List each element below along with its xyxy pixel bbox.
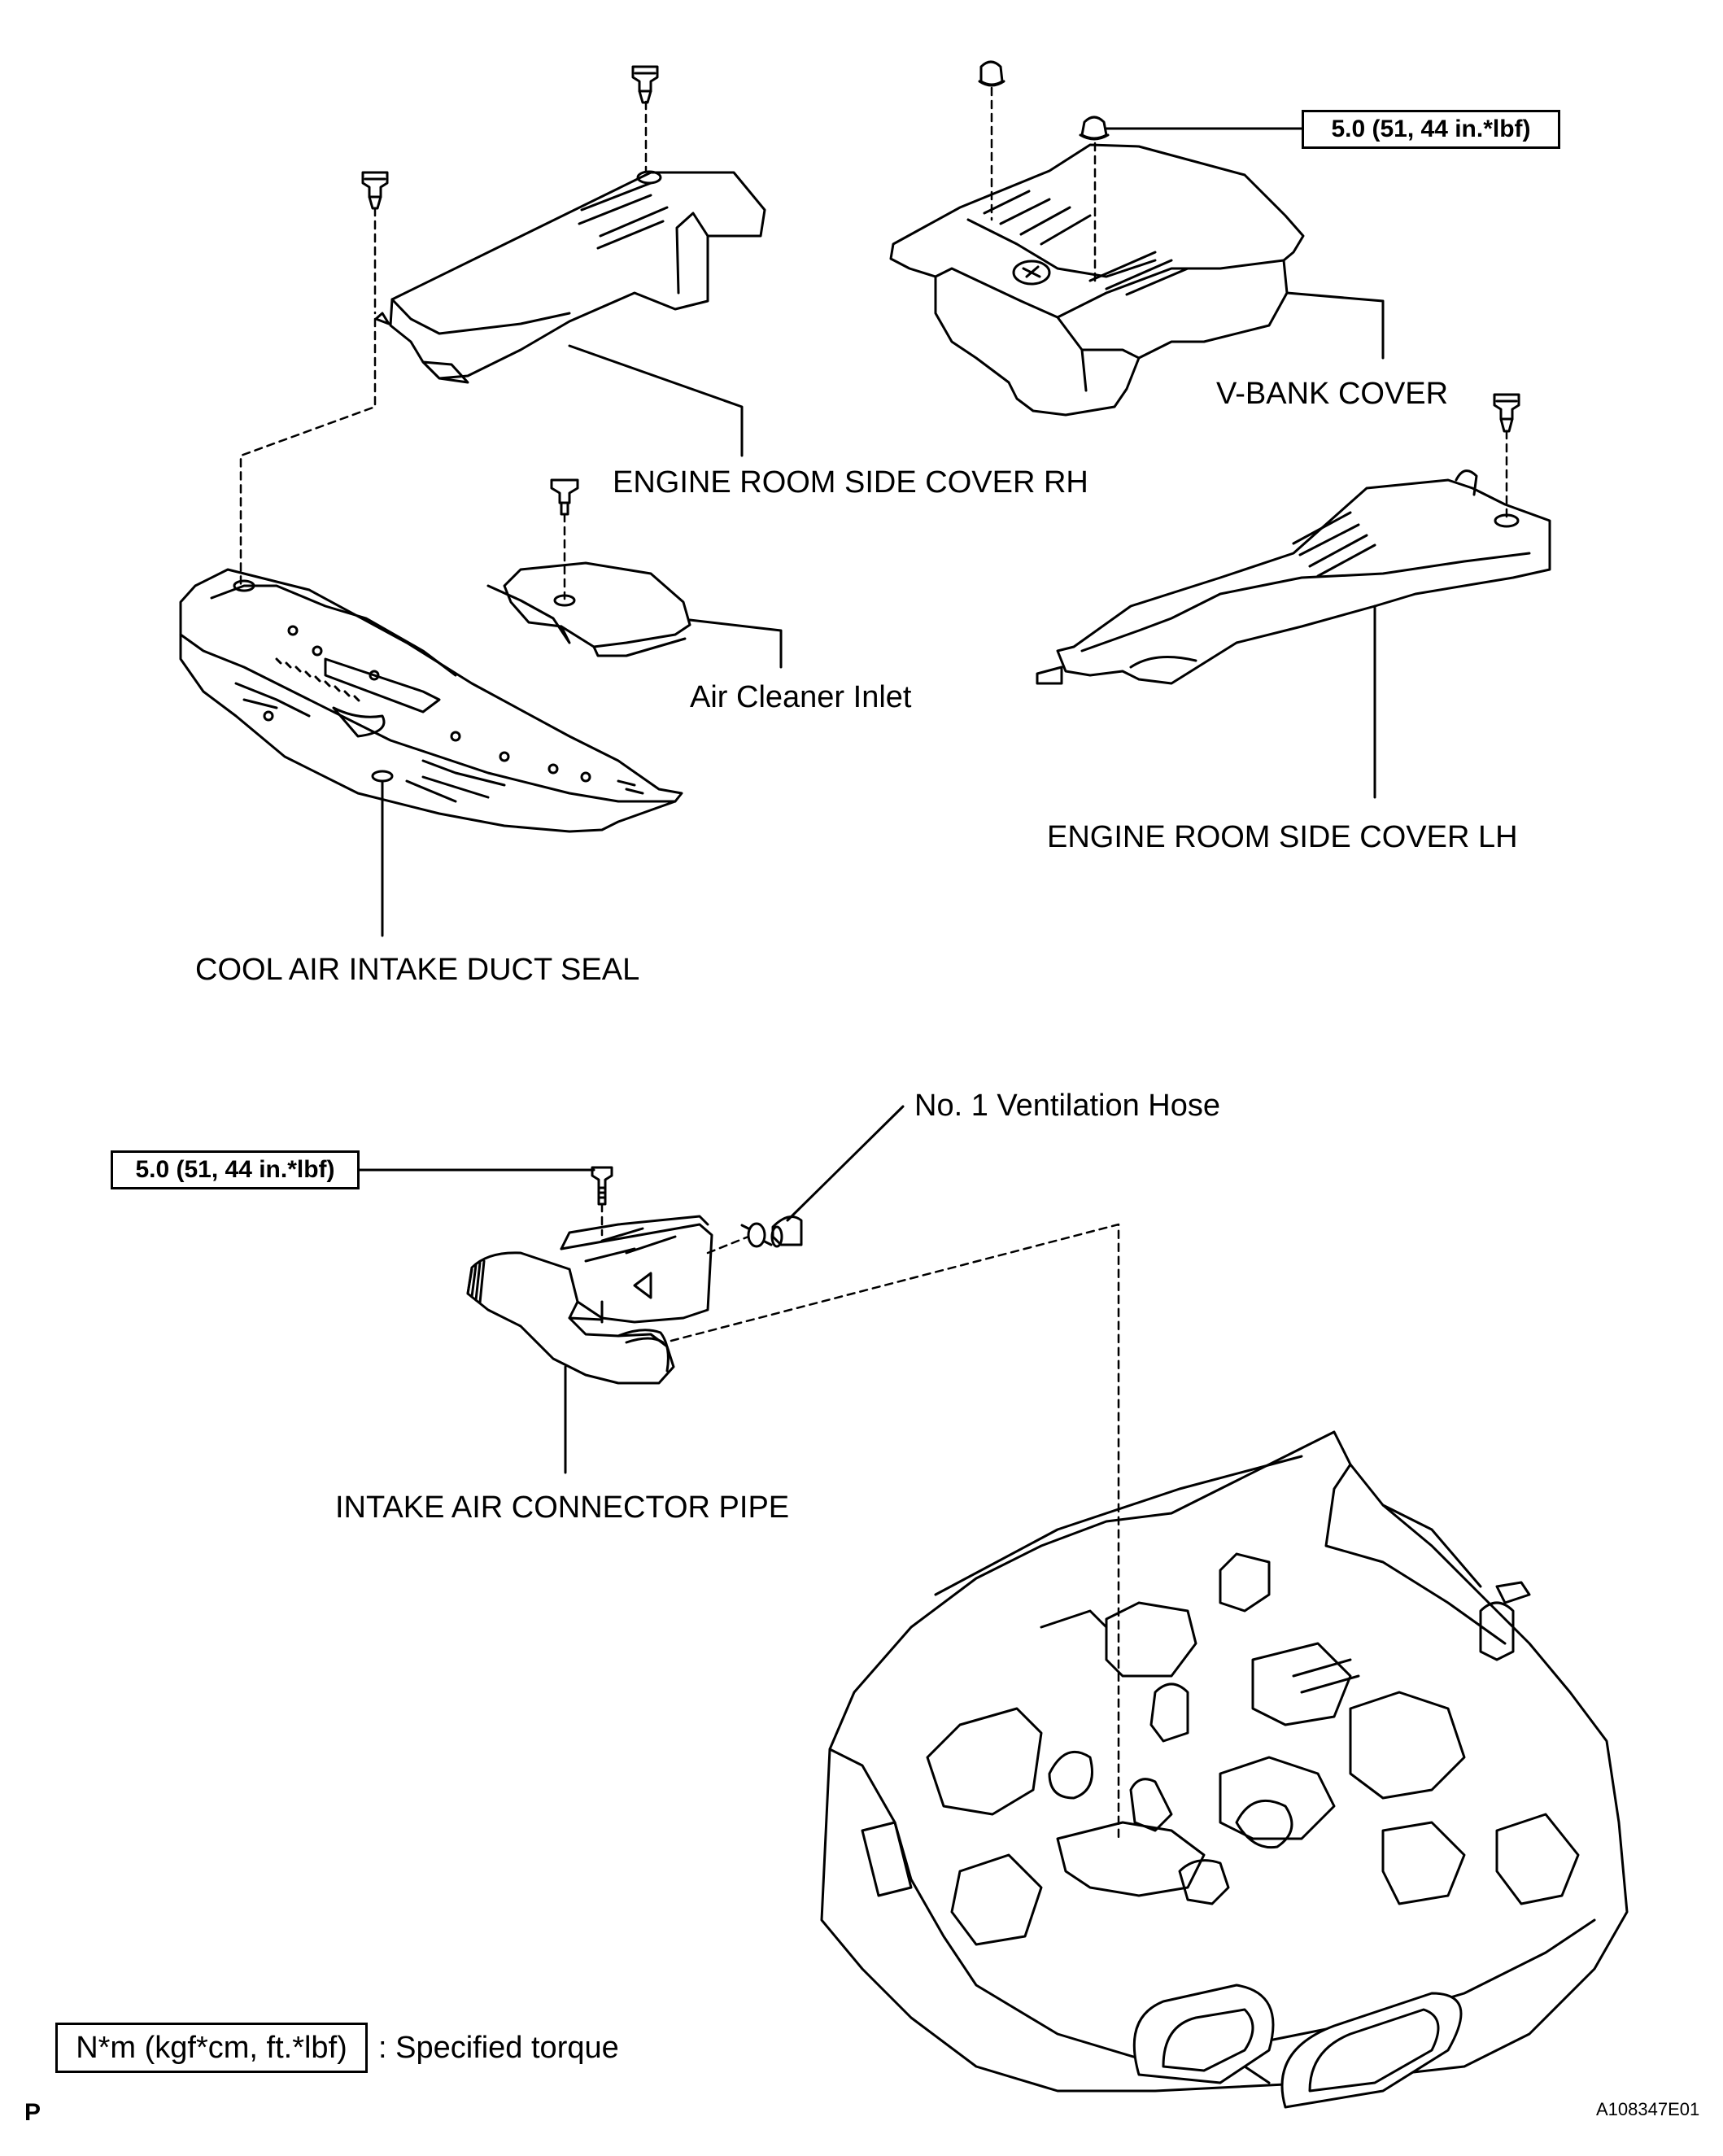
bolt-icon bbox=[591, 1166, 613, 1206]
nut-icon bbox=[978, 60, 1005, 87]
clip-icon bbox=[361, 171, 389, 210]
engine-room-side-cover-lh-label: ENGINE ROOM SIDE COVER LH bbox=[1047, 820, 1518, 854]
air-cleaner-inlet-label: Air Cleaner Inlet bbox=[690, 680, 912, 714]
v-bank-cover bbox=[889, 143, 1305, 417]
cool-air-intake-duct-seal bbox=[179, 568, 683, 833]
engine-room-side-cover-lh bbox=[1036, 469, 1551, 685]
hose-clamp-icon bbox=[740, 1222, 773, 1248]
intake-air-connector-pipe-label: INTAKE AIR CONNECTOR PIPE bbox=[335, 1490, 790, 1525]
assembly-dashed-lines bbox=[239, 86, 1508, 1840]
ventilation-hose bbox=[770, 1215, 803, 1248]
engine-room-side-cover-rh-label: ENGINE ROOM SIDE COVER RH bbox=[613, 465, 1088, 500]
connector-pipe-torque-callout: 5.0 (51, 44 in.*lbf) bbox=[111, 1150, 360, 1189]
bolt-icon bbox=[550, 478, 579, 516]
cool-air-intake-duct-seal-label: COOL AIR INTAKE DUCT SEAL bbox=[195, 953, 640, 987]
nut-icon bbox=[1079, 116, 1110, 141]
engine-room-side-cover-rh bbox=[374, 170, 766, 384]
air-cleaner-inlet bbox=[486, 561, 691, 657]
clip-icon bbox=[1493, 393, 1520, 433]
torque-legend-description: : Specified torque bbox=[378, 2031, 619, 2065]
leader-lines bbox=[358, 127, 1385, 1474]
vehicle-engine-bay-illustration bbox=[820, 1430, 1629, 2109]
intake-air-connector-pipe bbox=[466, 1215, 713, 1385]
no1-ventilation-hose-label: No. 1 Ventilation Hose bbox=[914, 1089, 1221, 1123]
v-bank-torque-callout: 5.0 (51, 44 in.*lbf) bbox=[1302, 110, 1560, 149]
figure-id: A108347E01 bbox=[1596, 2099, 1700, 2119]
v-bank-cover-label: V-BANK COVER bbox=[1216, 377, 1449, 411]
page-mark: P bbox=[24, 2099, 41, 2126]
clip-icon bbox=[631, 65, 659, 104]
torque-legend-unit-box: N*m (kgf*cm, ft.*lbf) bbox=[55, 2023, 368, 2073]
